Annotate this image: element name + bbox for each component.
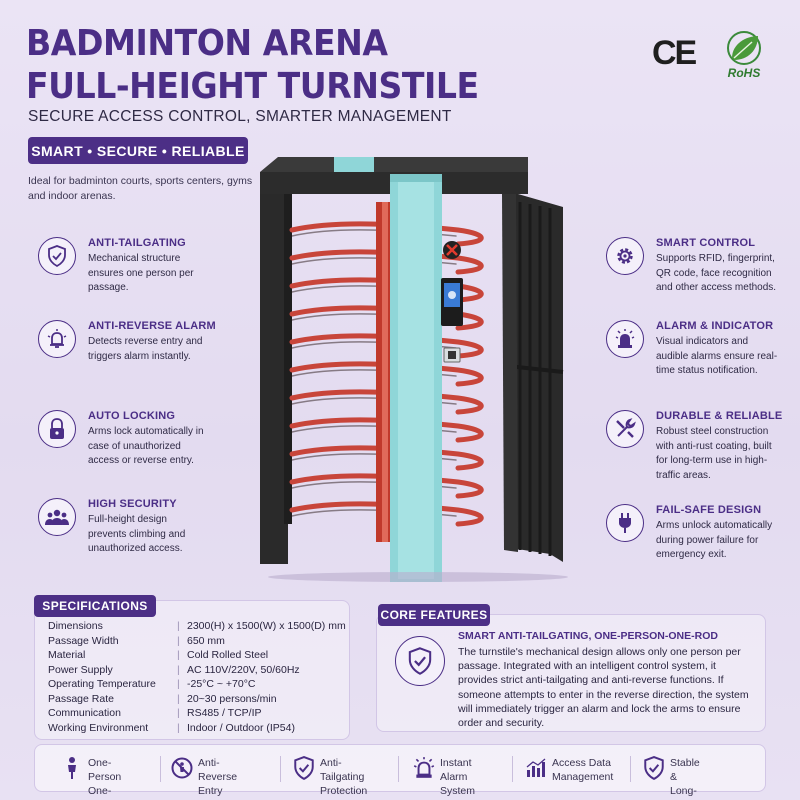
feature-desc: Arms lock automatically in case of unaut… [88,426,204,466]
feature-title: DURABLE & RELIABLE [656,410,783,422]
bottom-item-label: Anti-Tailgating Protection [320,757,368,797]
feature-title: ALARM & INDICATOR [656,320,774,332]
feature-title: SMART CONTROL [656,237,756,249]
intro-text: Ideal for badminton courts, sports cente… [28,175,253,202]
spec-value: 650 mm [187,634,225,647]
feature-title: ANTI-TAILGATING [88,237,186,249]
spec-key: Power Supply [48,663,113,676]
siren-light-icon [412,755,436,781]
spec-key: Operating Temperature [48,678,156,690]
spec-separator: | [177,692,180,705]
title-line-2: FULL-HEIGHT TURNSTILE [26,66,479,107]
spec-separator: | [177,678,180,690]
spec-value: Indoor / Outdoor (IP54) [187,721,295,734]
spec-value: AC 110V/220V, 50/60Hz [187,663,300,676]
spec-value: Cold Rolled Steel [187,649,269,661]
bottom-item-label: Access Data Management [552,757,614,783]
feature-title: ANTI-REVERSE ALARM [88,320,216,332]
spec-separator: | [177,663,180,676]
subtitle: SECURE ACCESS CONTROL, SMARTER MANAGEMEN… [28,108,452,125]
person-icon [60,755,84,781]
gear-icon [606,237,644,275]
power-plug-icon [606,504,644,542]
core-feature-title: SMART ANTI-TAILGATING, ONE-PERSON-ONE-RO… [458,630,718,642]
turnstile-illustration [258,152,573,584]
bottom-item-label: Anti-Reverse Entry [198,757,238,797]
alarm-bell-icon [38,320,76,358]
specifications-panel [34,600,350,740]
spec-key: Passage Width [48,634,119,647]
core-feature-text: The turnstile's mechanical design allows… [458,646,749,730]
spec-key: Passage Rate [48,692,114,705]
rohs-label: RoHS [727,66,761,80]
feature-title: HIGH SECURITY [88,498,177,510]
tagline-badge: SMART • SECURE • RELIABLE [28,137,248,164]
divider [398,756,399,782]
shield-check-icon [292,755,316,781]
spec-value: RS485 / TCP/IP [187,707,262,719]
bar-chart-icon [524,755,548,781]
spec-separator: | [177,620,180,632]
people-group-icon [38,498,76,536]
divider [630,756,631,782]
shield-check-icon [642,755,666,781]
shield-check-icon [38,237,76,275]
no-entry-icon [170,755,194,781]
spec-separator: | [177,649,180,661]
spec-key: Material [48,649,86,661]
core-features-heading: CORE FEATURES [378,604,490,626]
feature-desc: Full-height design prevents climbing and… [88,514,186,554]
spec-key: Communication [48,707,121,719]
shield-check-icon [395,636,445,686]
turnstile-graphic [260,157,568,584]
feature-desc: Detects reverse entry and triggers alarm… [88,336,203,362]
specifications-heading: SPECIFICATIONS [34,595,156,617]
feature-title: AUTO LOCKING [88,410,176,422]
feature-desc: Mechanical structure ensures one person … [88,253,194,293]
divider [280,756,281,782]
feature-desc: Visual indicators and audible alarms ens… [656,336,778,376]
spec-key: Dimensions [48,620,103,632]
spec-separator: | [177,721,180,734]
feature-desc: Robust steel construction with anti-rust… [656,426,772,481]
spec-separator: | [177,707,180,719]
feature-desc: Arms unlock automatically during power f… [656,520,773,560]
spec-value: -25°C ~ +70°C [187,678,256,690]
spec-separator: | [177,634,180,647]
spec-value: 2300(H) x 1500(W) x 1500(D) mm [187,620,346,632]
feature-desc: Supports RFID, fingerprint, QR code, fac… [656,253,777,293]
spec-value: 20~30 persons/min [187,692,277,705]
leaf-icon [727,31,761,65]
bottom-feature-bar [34,744,766,792]
divider [160,756,161,782]
spec-key: Working Environment [48,721,149,734]
siren-light-icon [606,320,644,358]
bottom-item-label: One-Person One-Rod [88,757,122,800]
padlock-icon [38,410,76,448]
feature-title: FAIL-SAFE DESIGN [656,504,762,516]
wrench-screwdriver-icon [606,410,644,448]
page-title: BADMINTON ARENA FULL-HEIGHT TURNSTILE [26,22,479,108]
bottom-item-label: Instant Alarm System [440,757,476,797]
title-line-1: BADMINTON ARENA [26,23,388,64]
bottom-item-label: Stable & Long-Lasting [670,757,704,800]
rohs-logo: RoHS [718,30,770,80]
divider [512,756,513,782]
ce-mark: CE [652,34,697,72]
